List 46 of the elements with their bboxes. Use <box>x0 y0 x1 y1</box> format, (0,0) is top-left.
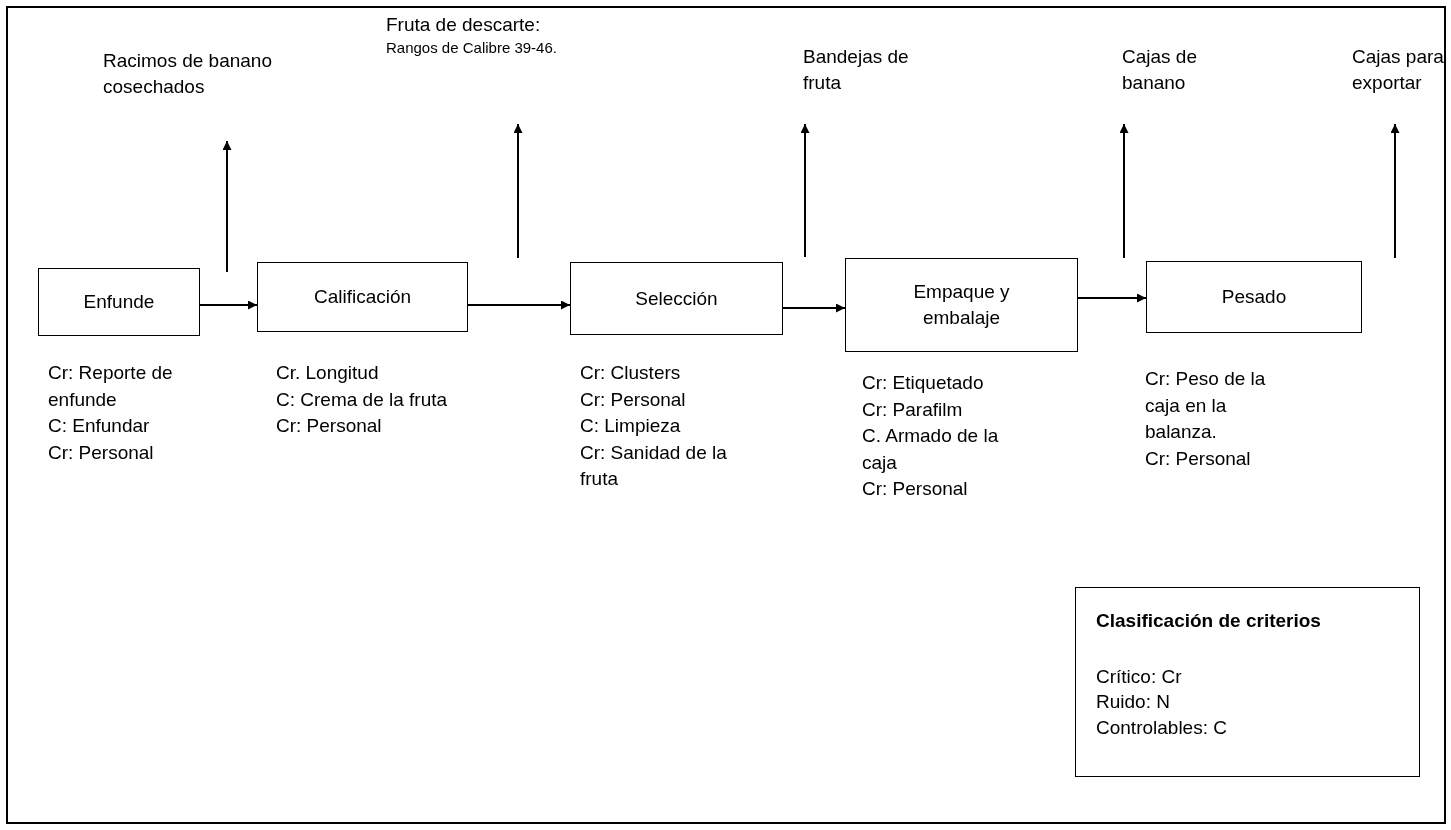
output-label: Cajas para exportar <box>1352 45 1444 95</box>
arrow <box>800 123 810 258</box>
process-box <box>570 262 783 335</box>
arrow <box>1077 293 1147 303</box>
criterion-text: Cr: Personal <box>1145 446 1252 471</box>
criterion-text: Cr: Peso de la caja en la balanza. <box>1145 367 1267 445</box>
legend-heading: Clasificación de criterios <box>1096 609 1321 633</box>
legend-entry: Controlables: C <box>1096 715 1227 740</box>
criterion-text: Cr: Reporte de enfunde <box>48 361 174 412</box>
criterion-text: Cr: Sanidad de la fruta <box>580 440 728 492</box>
criterion-text: Cr: Personal <box>862 477 969 502</box>
output-note: Rangos de Calibre 39-46. <box>386 37 558 58</box>
step-label: Selección <box>635 286 718 311</box>
output-label: Fruta de descarte: <box>386 13 542 37</box>
criterion-text: Cr: Etiquetado <box>862 371 985 395</box>
criterion-text: C: Crema de la fruta <box>276 387 449 412</box>
criterion-text: Cr: Personal <box>580 387 687 412</box>
criterion-text: Cr: Parafilm <box>862 397 964 422</box>
output-label: Racimos de banano cosechados <box>103 49 273 99</box>
criterion-text: C: Limpieza <box>580 414 682 439</box>
criterion-text: Cr: Personal <box>48 440 155 465</box>
criterion-text: C. Armado de la caja <box>862 424 1000 475</box>
process-box <box>1146 261 1362 333</box>
arrow <box>467 300 571 310</box>
arrow <box>1119 123 1129 259</box>
arrow <box>513 123 523 259</box>
arrow <box>782 303 846 313</box>
legend-entry: Ruido: N <box>1096 690 1170 715</box>
arrow <box>199 300 258 310</box>
process-box <box>257 262 468 332</box>
criterion-text: C: Enfundar <box>48 414 151 439</box>
legend-box <box>1075 587 1420 777</box>
step-label: Pesado <box>1221 285 1287 310</box>
process-box <box>845 258 1078 352</box>
step-label: Enfunde <box>83 290 155 315</box>
output-label: Cajas de banano <box>1122 45 1198 95</box>
output-label: Bandejas de fruta <box>803 45 910 95</box>
arrow <box>222 140 232 273</box>
criterion-text: Cr: Personal <box>276 414 383 439</box>
process-box <box>38 268 200 336</box>
criterion-text: Cr. Longitud <box>276 361 380 385</box>
legend-entry: Crítico: Cr <box>1096 664 1182 689</box>
criterion-text: Cr: Clusters <box>580 361 682 385</box>
arrow <box>1390 123 1400 259</box>
step-label: Empaque y embalaje <box>912 280 1011 330</box>
step-label: Calificación <box>313 285 412 310</box>
